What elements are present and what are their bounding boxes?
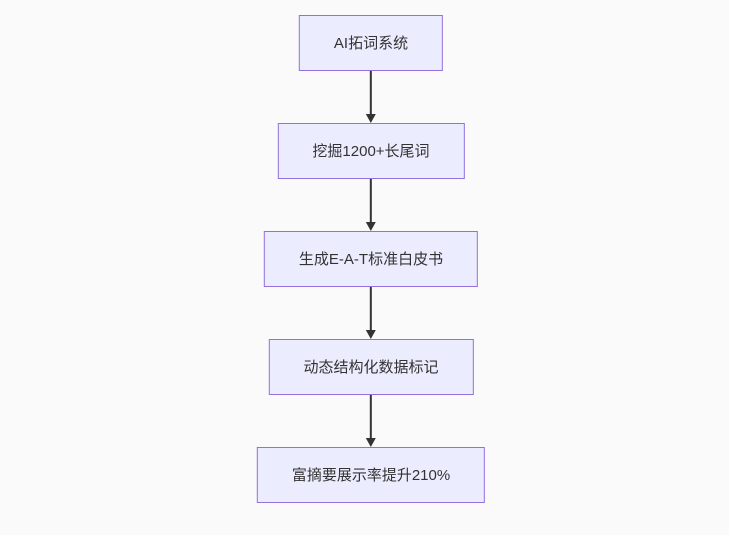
arrow-shaft <box>370 179 372 222</box>
flow-node-longtail-mining: 挖掘1200+长尾词 <box>277 123 465 179</box>
flow-node-label: 生成E-A-T标准白皮书 <box>298 250 444 268</box>
flow-node-label: 动态结构化数据标记 <box>303 358 439 376</box>
flow-node-ai-word-system: AI拓词系统 <box>298 15 444 71</box>
arrow-shaft <box>370 395 372 438</box>
arrow-head-icon <box>366 330 376 339</box>
arrow-head-icon <box>366 114 376 123</box>
arrow-head-icon <box>366 438 376 447</box>
flowchart: AI拓词系统 挖掘1200+长尾词 生成E-A-T标准白皮书 动态结构化数据标记 <box>256 15 486 503</box>
flow-arrow-2 <box>366 179 376 231</box>
flow-arrow-4 <box>366 395 376 447</box>
flow-node-label: AI拓词系统 <box>333 34 409 52</box>
flow-arrow-3 <box>366 287 376 339</box>
flow-node-rich-snippet-result: 富摘要展示率提升210% <box>256 447 486 503</box>
flow-node-eat-whitepaper: 生成E-A-T标准白皮书 <box>263 231 479 287</box>
flow-node-label: 挖掘1200+长尾词 <box>312 142 430 160</box>
flow-node-structured-data-markup: 动态结构化数据标记 <box>268 339 474 395</box>
arrow-shaft <box>370 71 372 114</box>
arrow-head-icon <box>366 222 376 231</box>
flow-node-label: 富摘要展示率提升210% <box>291 466 451 484</box>
arrow-shaft <box>370 287 372 330</box>
flow-arrow-1 <box>366 71 376 123</box>
